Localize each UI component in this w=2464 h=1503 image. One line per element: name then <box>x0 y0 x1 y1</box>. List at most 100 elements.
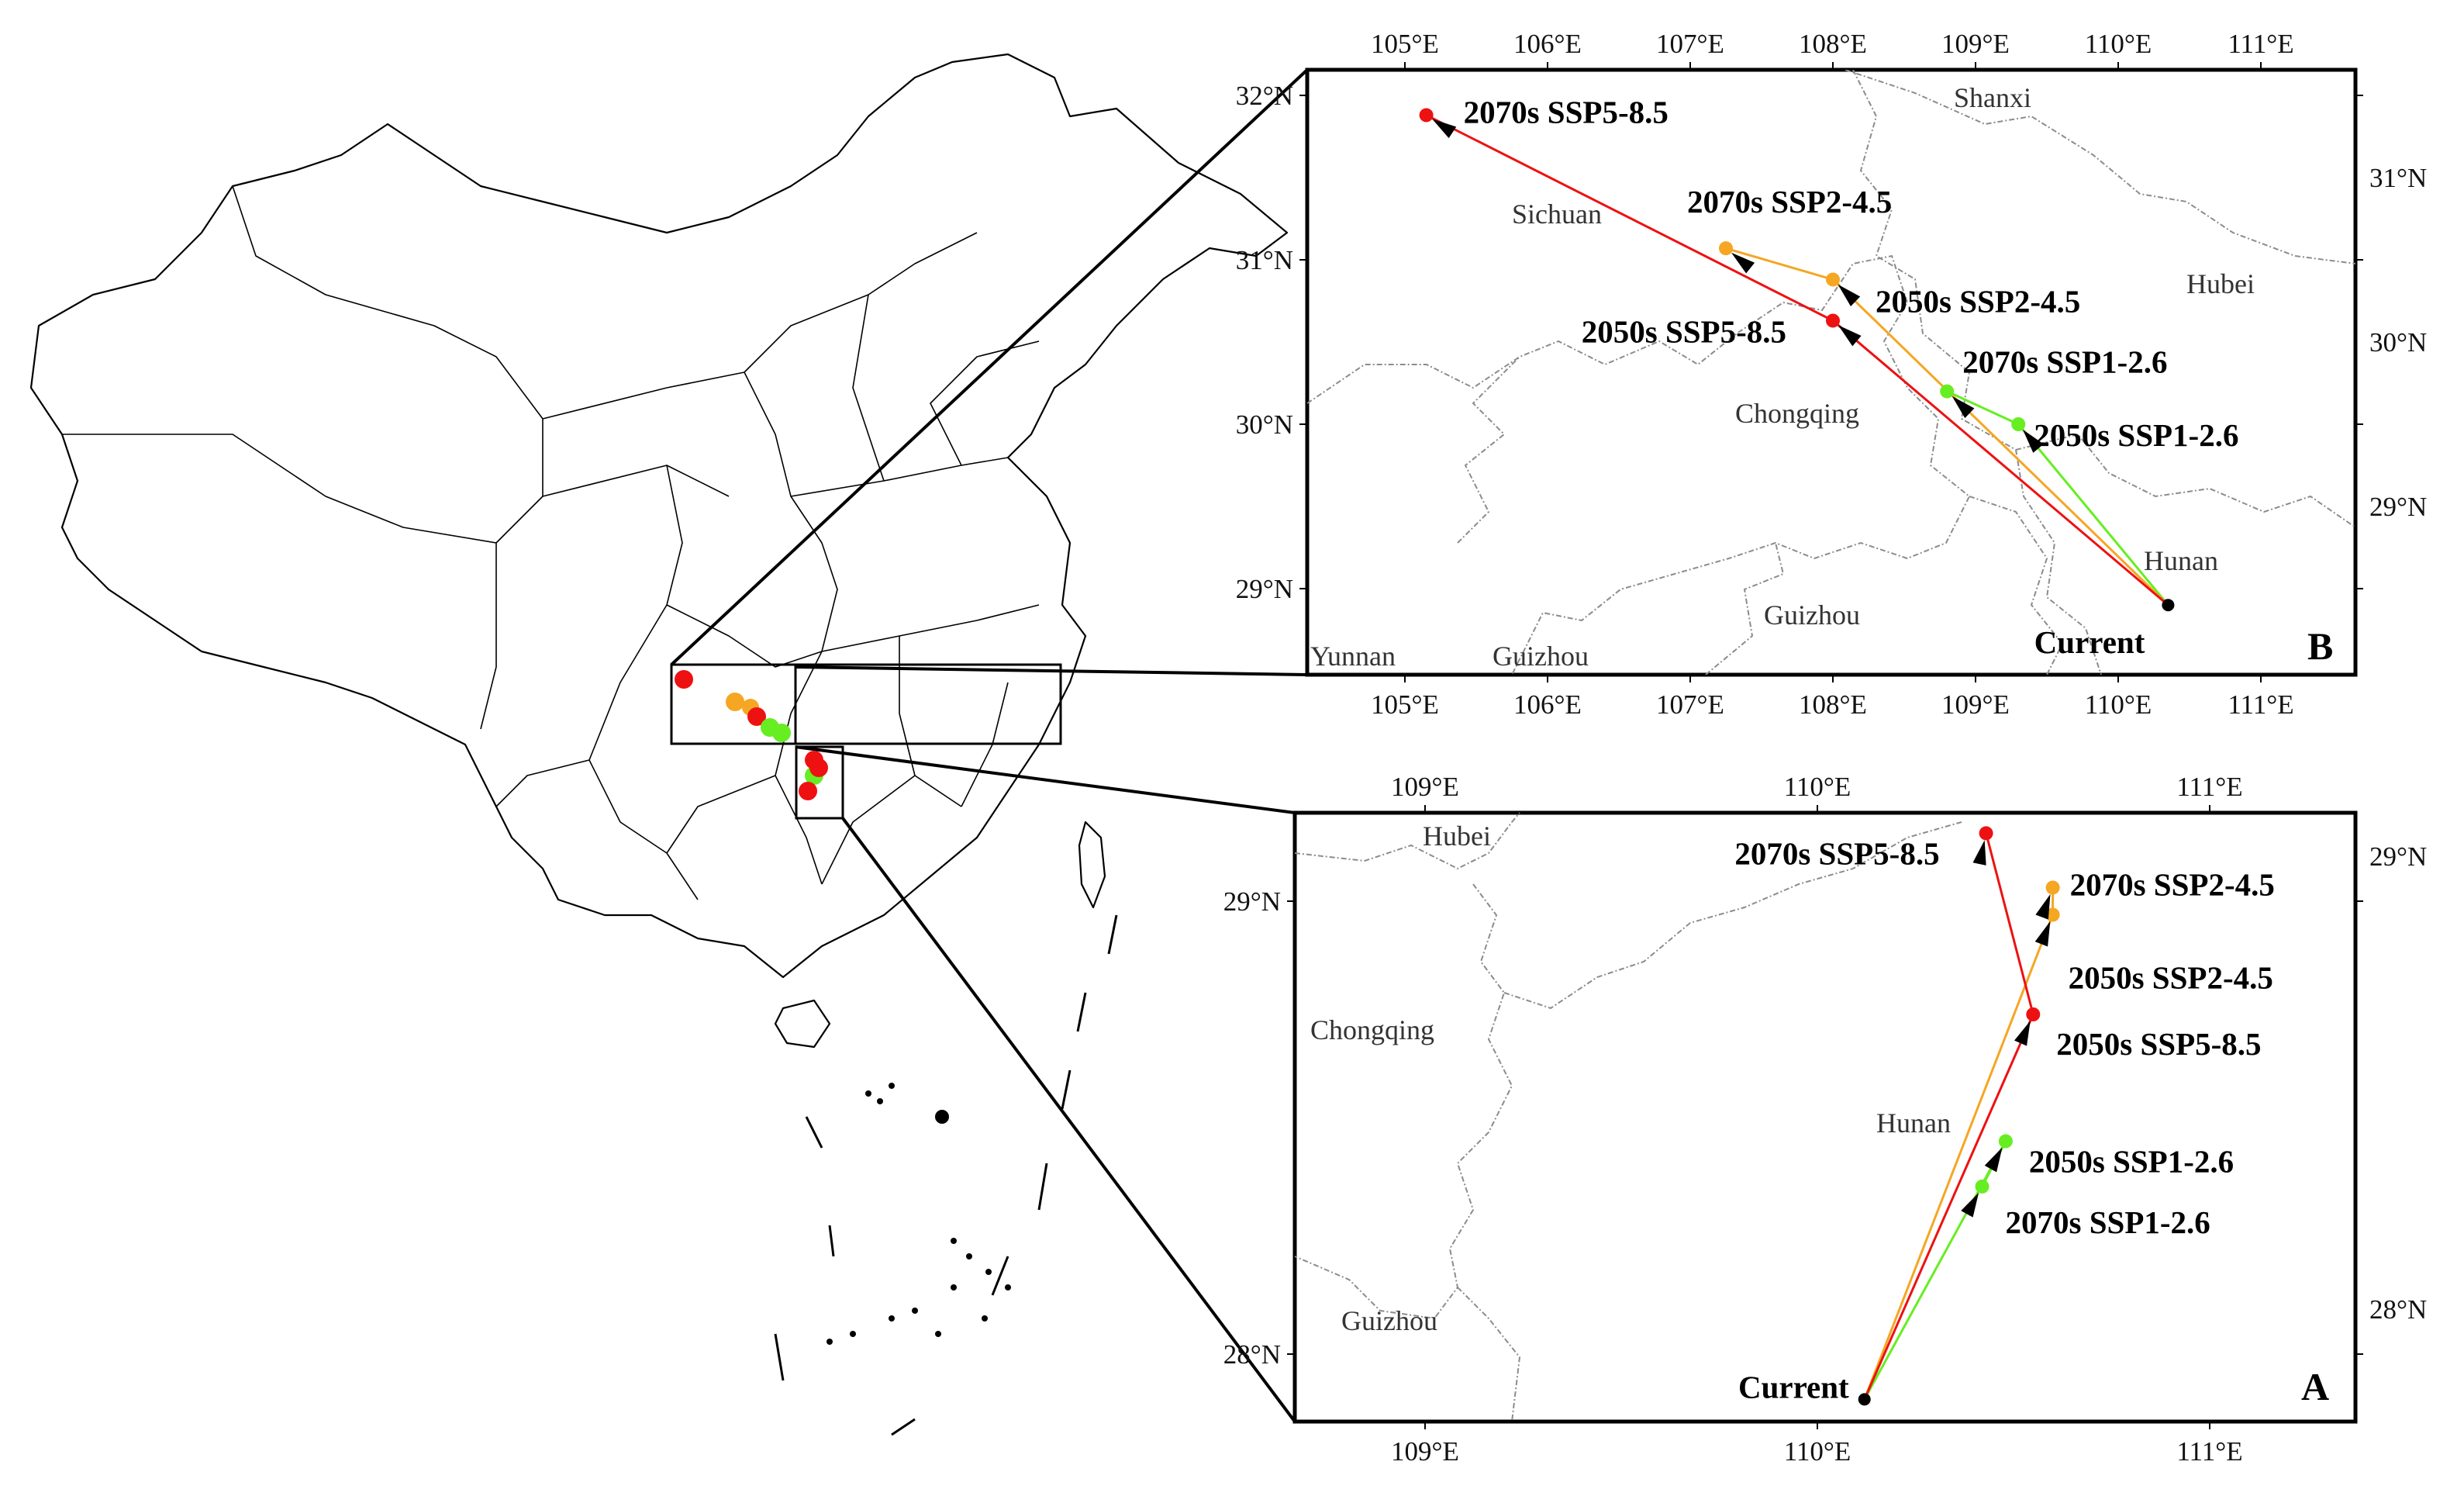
china-outline <box>29 53 1289 979</box>
arrowhead-2070s-ssp2-4-5 <box>1731 252 1755 274</box>
inset-box-a <box>795 745 844 820</box>
x-tick-label-bottom: 106°E <box>1513 689 1582 720</box>
province-label-hunan-a: Hunan <box>1876 1107 1951 1138</box>
x-tick-label-top: 105°E <box>1371 29 1439 59</box>
x-tick-label-bottom: 109°E <box>1391 1436 1459 1467</box>
arrowhead-2050s-ssp1-2-6 <box>2022 429 2044 453</box>
province-label-yunnan: Yunnan <box>1310 641 1396 672</box>
province-label-shanxi: Shanxi <box>1954 82 2031 113</box>
province-label-guizhou-a: Guizhou <box>1341 1305 1437 1336</box>
panel-a-province-borders <box>1294 812 1962 1422</box>
arrowhead-2050s-ssp5-8-5 <box>2014 1021 2031 1046</box>
overview-point-2050s-ssp585 <box>747 707 766 726</box>
overview-point-2070s-ssp245 <box>726 693 744 711</box>
x-tick-label-bottom: 107°E <box>1656 689 1724 720</box>
point-2050s-ssp1-2-6 <box>2011 417 2026 431</box>
panel-a: 109°E109°E110°E110°E111°E111°E29°N29°N28… <box>1223 772 2428 1467</box>
arrowhead-2070s-ssp1-2-6 <box>1961 1192 1979 1218</box>
south-sea-dashes <box>774 914 1118 1436</box>
arrowhead-2050s-ssp2-4-5 <box>1838 284 1861 306</box>
x-tick-label-bottom: 105°E <box>1371 689 1439 720</box>
x-tick-label-bottom: 110°E <box>1784 1436 1851 1467</box>
overview-point-a-current <box>799 782 817 800</box>
point-2050s-ssp5-8-5 <box>2026 1007 2041 1021</box>
x-tick-label-top: 106°E <box>1513 29 1582 59</box>
china-overview-map <box>29 53 1309 1436</box>
connector-a-bottom <box>841 817 1296 1423</box>
x-tick-label-top: 109°E <box>1941 29 2010 59</box>
province-label-hunan: Hunan <box>2144 545 2218 576</box>
panel-a-province-labels: Hubei Chongqing Hunan Guizhou <box>1310 821 1951 1336</box>
point-label-current: Current <box>1738 1369 1849 1405</box>
point-label-2070s-ssp1-2-6: 2070s SSP1-2.6 <box>1962 344 2167 380</box>
province-label-sichuan: Sichuan <box>1512 199 1602 230</box>
connector-b-bottom <box>795 665 1308 676</box>
panel-b-province-labels: Shanxi Sichuan Hubei Chongqing Hunan Gui… <box>1310 82 2255 672</box>
y-tick-label-left: 29°N <box>1223 886 1281 917</box>
x-tick-label-top: 110°E <box>2085 29 2152 59</box>
arrowhead-2070s-ssp2-4-5 <box>2035 893 2051 920</box>
x-tick-label-bottom: 111°E <box>2228 689 2293 720</box>
panel-b: 105°E 105°E 106°E 106°E 107°E 107°E 108°E 108°E… <box>1236 29 2428 720</box>
inset-box-a-frame <box>794 663 1062 745</box>
arrowhead-2050s-ssp2-4-5 <box>2034 921 2051 947</box>
x-tick-label-top: 111°E <box>2228 29 2293 59</box>
connector-a-top <box>795 745 1296 814</box>
point-label-2050s-ssp2-4-5: 2050s SSP2-4.5 <box>2069 960 2273 996</box>
y-tick-label-right: 29°N <box>2369 841 2427 872</box>
overview-point-2070s-ssp585 <box>675 670 693 689</box>
x-tick-label-bottom: 108°E <box>1799 689 1867 720</box>
point-label-2070s-ssp1-2-6: 2070s SSP1-2.6 <box>2006 1204 2210 1240</box>
panel-b-axes: 105°E 105°E 106°E 106°E 107°E 107°E 108°E 108°E… <box>1236 29 2428 720</box>
province-label-chongqing-a: Chongqing <box>1310 1014 1434 1045</box>
x-tick-label-bottom: 111°E <box>2176 1436 2242 1467</box>
arrowhead-2050s-ssp5-8-5 <box>1838 325 1862 347</box>
point-current <box>1858 1393 1871 1406</box>
point-2050s-ssp1-2-6 <box>1998 1134 2013 1149</box>
province-label-guizhou: Guizhou <box>1764 599 1860 631</box>
point-label-2070s-ssp2-4-5: 2070s SSP2-4.5 <box>1687 184 1892 219</box>
x-tick-label-top: 107°E <box>1656 29 1724 59</box>
point-label-2070s-ssp5-8-5: 2070s SSP5-8.5 <box>1734 835 1939 871</box>
point-label-2050s-ssp1-2-6: 2050s SSP1-2.6 <box>2034 417 2238 453</box>
arrowhead-2070s-ssp5-8-5 <box>1432 119 1457 139</box>
overview-points <box>675 670 828 800</box>
point-label-2050s-ssp1-2-6: 2050s SSP1-2.6 <box>2029 1144 2234 1180</box>
point-current <box>2162 599 2175 612</box>
province-label-hubei-a: Hubei <box>1423 821 1491 852</box>
overview-point-ssp126-b <box>772 724 791 742</box>
point-2070s-ssp1-2-6 <box>1940 384 1955 399</box>
point-label-2050s-ssp2-4-5: 2050s SSP2-4.5 <box>1876 283 2080 319</box>
x-tick-label-top: 110°E <box>1784 772 1851 802</box>
x-tick-label-bottom: 109°E <box>1941 689 2010 720</box>
panel-b-province-borders <box>1307 70 2355 675</box>
point-2070s-ssp1-2-6 <box>1975 1179 1989 1194</box>
panel-a-points: Current 2050s SSP1-2.6 2070s SSP1-2.6 2050s… <box>1734 826 2275 1406</box>
point-2050s-ssp2-4-5 <box>2045 907 2060 922</box>
south-sea-islands <box>827 1083 1011 1345</box>
y-tick-label-right: 29°N <box>2369 492 2427 522</box>
point-2070s-ssp5-8-5 <box>1979 826 1993 841</box>
point-2070s-ssp5-8-5 <box>1419 108 1434 123</box>
province-label-guizhou-west: Guizhou <box>1493 641 1589 672</box>
point-2070s-ssp2-4-5 <box>1719 241 1733 256</box>
x-tick-label-top: 108°E <box>1799 29 1867 59</box>
panel-b-label: B <box>2307 624 2333 668</box>
x-tick-label-top: 111°E <box>2176 772 2242 802</box>
point-label-2050s-ssp5-8-5: 2050s SSP5-8.5 <box>1582 313 1786 349</box>
connector-b-top <box>670 68 1309 666</box>
y-tick-label-left: 29°N <box>1236 574 1293 604</box>
point-2050s-ssp2-4-5 <box>1826 272 1840 287</box>
overview-point-a-ssp585-2 <box>809 758 828 777</box>
y-tick-label-left: 31°N <box>1236 245 1293 275</box>
point-2070s-ssp2-4-5 <box>2045 880 2060 895</box>
y-tick-label-left: 28°N <box>1223 1339 1281 1370</box>
point-2050s-ssp5-8-5 <box>1826 313 1840 328</box>
point-label-2070s-ssp2-4-5: 2070s SSP2-4.5 <box>2070 866 2275 902</box>
panel-a-frame <box>1292 810 2358 1424</box>
point-label-2050s-ssp5-8-5: 2050s SSP5-8.5 <box>2056 1026 2261 1062</box>
x-tick-label-bottom: 110°E <box>2085 689 2152 720</box>
y-tick-label-right: 31°N <box>2369 163 2427 193</box>
